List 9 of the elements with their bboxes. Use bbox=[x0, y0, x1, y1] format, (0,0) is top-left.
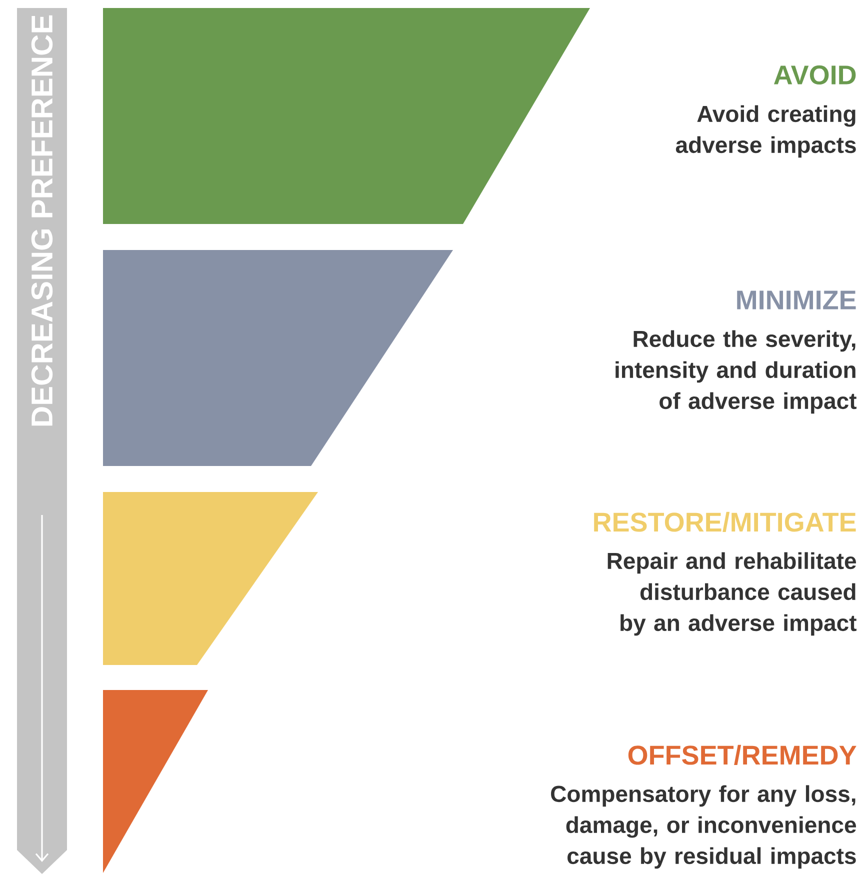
step-description: Avoid creating adverse impacts bbox=[676, 105, 856, 158]
step-heading: RESTORE/MITIGATE bbox=[594, 512, 856, 532]
step-heading: OFFSET/REMEDY bbox=[628, 744, 856, 766]
step-description: Reduce the severity, intensity and duration of adverse impact bbox=[616, 330, 856, 414]
step-description: Compensatory for any loss, damage, or inconvenience cause by residual impacts bbox=[551, 785, 856, 869]
step-heading: MINIMIZE bbox=[737, 290, 856, 310]
arrow-band: DECREASING PREFERENCE bbox=[17, 8, 67, 874]
step-heading: AVOID bbox=[774, 65, 856, 85]
step-description: Repair and rehabilitate disturbance caused by an adverse impact bbox=[608, 552, 856, 636]
